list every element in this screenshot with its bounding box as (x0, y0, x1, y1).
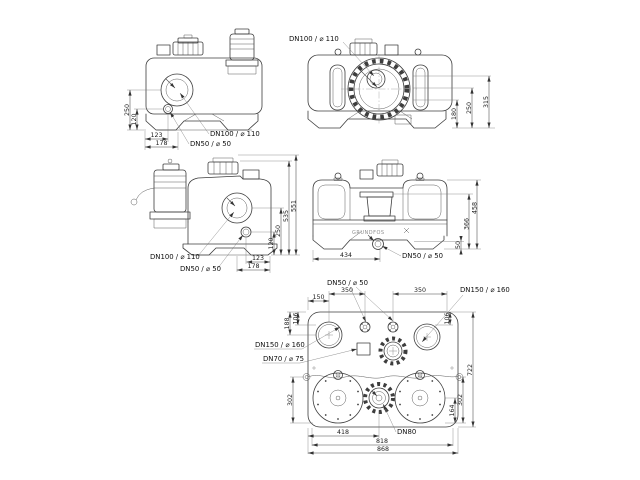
lifting-lug (334, 172, 342, 180)
tank-outline (307, 311, 459, 428)
inlet-dn100 (366, 69, 386, 89)
dim-315: 315 (483, 96, 490, 108)
pump-circle-left (312, 370, 364, 424)
dim-178: 178 (155, 140, 167, 147)
label-dn50: DN50 / ⌀ 50 (327, 279, 368, 287)
front-b-body: GRUNDFOS (312, 159, 448, 250)
label-dn150-left: DN150 / ⌀ 160 (255, 341, 305, 349)
brand-logo-mark (403, 227, 410, 234)
tank-outline (312, 179, 448, 237)
side-b-dimensions: 120 250 535 551 123 178 DN100 / ⌀ 110 DN… (150, 154, 300, 273)
dim-302-left: 302 (287, 394, 294, 406)
plan-body (302, 311, 464, 428)
vent-cap (376, 163, 404, 177)
lifting-lug (414, 48, 422, 56)
outlet-dn50 (372, 238, 384, 250)
dim-434: 434 (340, 252, 352, 259)
pump-circle-right (394, 370, 446, 424)
dim-178: 178 (247, 263, 259, 270)
label-dn70: DN70 / ⌀ 75 (263, 355, 304, 363)
label-dn100: DN100 / ⌀ 110 (210, 130, 260, 138)
plan-dimensions: DN50 / ⌀ 50 350 350 150 DN150 / ⌀ 160 18… (254, 279, 510, 455)
dim-350-left: 350 (341, 287, 353, 294)
dim-123: 123 (252, 255, 264, 262)
dim-106-right: 106 (444, 312, 451, 324)
dim-458: 458 (472, 202, 479, 214)
flange-dn80 (363, 382, 395, 414)
label-dn50: DN50 / ⌀ 50 (190, 140, 231, 148)
dim-50: 50 (455, 241, 462, 249)
outlet-dn50 (163, 104, 173, 114)
side-a-body (145, 28, 263, 131)
dim-164: 164 (449, 404, 456, 416)
flange-upper-center (383, 341, 403, 361)
dim-123: 123 (150, 132, 162, 139)
view-front-b: GRUNDFOS 50 366 458 434 DN50 / ⌀ 50 (312, 159, 481, 262)
dim-150: 150 (312, 294, 324, 301)
brand-logo-text: GRUNDFOS (352, 230, 385, 236)
dim-366: 366 (464, 218, 471, 230)
dim-722: 722 (467, 364, 474, 376)
vent-cap (207, 161, 239, 175)
front-a-body (307, 38, 453, 129)
dim-535: 535 (283, 210, 290, 222)
dim-818: 818 (376, 438, 388, 445)
dim-120: 120 (131, 113, 138, 125)
pump-pedestal (366, 196, 393, 217)
view-plan: DN50 / ⌀ 50 350 350 150 DN150 / ⌀ 160 18… (254, 279, 510, 455)
side-a-dimensions: 250 120 123 178 DN100 / ⌀ 110 DN50 / ⌀ 5… (124, 89, 260, 150)
tank-outline (187, 175, 272, 245)
lifting-lug (416, 172, 424, 180)
inlet-flange-dn100 (221, 192, 253, 224)
inlet-flange-ring (347, 57, 411, 121)
motor (229, 33, 255, 61)
tank-outline (307, 54, 453, 112)
label-dn100: DN100 / ⌀ 110 (289, 35, 339, 43)
dim-106-left: 106 (293, 312, 300, 324)
dim-250: 250 (466, 102, 473, 114)
view-front-a: 180 250 315 DN100 / ⌀ 110 (289, 35, 495, 129)
dim-250: 250 (124, 104, 131, 116)
dim-350-right: 350 (414, 287, 426, 294)
vent-cap (349, 42, 378, 56)
view-side-b: 120 250 535 551 123 178 DN100 / ⌀ 110 DN… (130, 154, 300, 273)
front-a-dimensions: 180 250 315 DN100 / ⌀ 110 (289, 35, 495, 129)
inspection-port (356, 342, 371, 356)
label-dn50: DN50 / ⌀ 50 (180, 265, 221, 273)
tank-outline (145, 57, 263, 115)
front-b-dimensions: 50 366 458 434 DN50 / ⌀ 50 (312, 179, 481, 262)
inlet-dn150-right (413, 323, 441, 351)
dim-868: 868 (377, 446, 389, 453)
motor (153, 169, 187, 213)
dim-302-right: 302 (457, 394, 464, 406)
label-dn80: DN80 (397, 428, 416, 436)
dim-180: 180 (451, 108, 458, 120)
label-dn50: DN50 / ⌀ 50 (402, 252, 443, 260)
dim-188: 188 (284, 317, 291, 329)
lifting-lug (334, 48, 342, 56)
label-dn100: DN100 / ⌀ 110 (150, 253, 200, 261)
dim-250: 250 (275, 225, 282, 237)
label-dn150-right: DN150 / ⌀ 160 (460, 286, 510, 294)
dim-120: 120 (268, 237, 275, 249)
side-b-body (130, 157, 278, 256)
view-side-a: 250 120 123 178 DN100 / ⌀ 110 DN50 / ⌀ 5… (124, 28, 263, 150)
dim-418: 418 (337, 429, 349, 436)
dim-551: 551 (291, 200, 298, 212)
